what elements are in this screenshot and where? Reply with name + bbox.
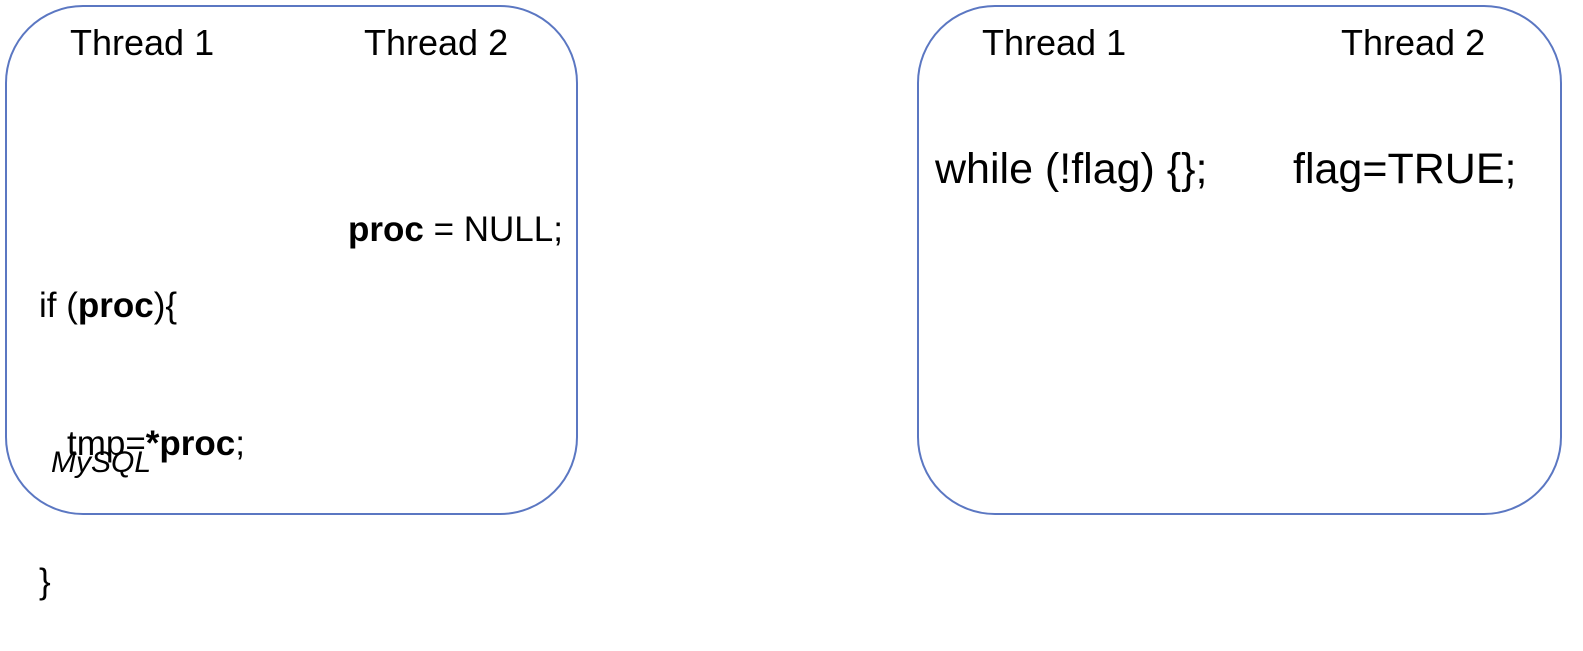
right-thread2-code: flag=TRUE; bbox=[1293, 145, 1517, 193]
flag-example-panel bbox=[917, 5, 1562, 515]
left-thread2-header: Thread 2 bbox=[364, 22, 509, 63]
code-line-1: if (proc){ bbox=[39, 286, 178, 325]
left-thread2-code: proc = NULL; bbox=[348, 210, 563, 249]
right-thread2-header: Thread 2 bbox=[1341, 22, 1486, 63]
right-thread1-code: while (!flag) {}; bbox=[935, 145, 1208, 193]
code-line-2: tmp=*proc; bbox=[67, 424, 245, 463]
mysql-example-panel bbox=[5, 5, 578, 515]
code-line-3: } bbox=[39, 562, 51, 601]
right-thread1-header: Thread 1 bbox=[982, 22, 1127, 63]
mysql-caption: MySQL bbox=[51, 446, 152, 479]
left-thread1-code: if (proc){ tmp=*proc; } bbox=[39, 191, 245, 651]
left-thread1-header: Thread 1 bbox=[70, 22, 215, 63]
